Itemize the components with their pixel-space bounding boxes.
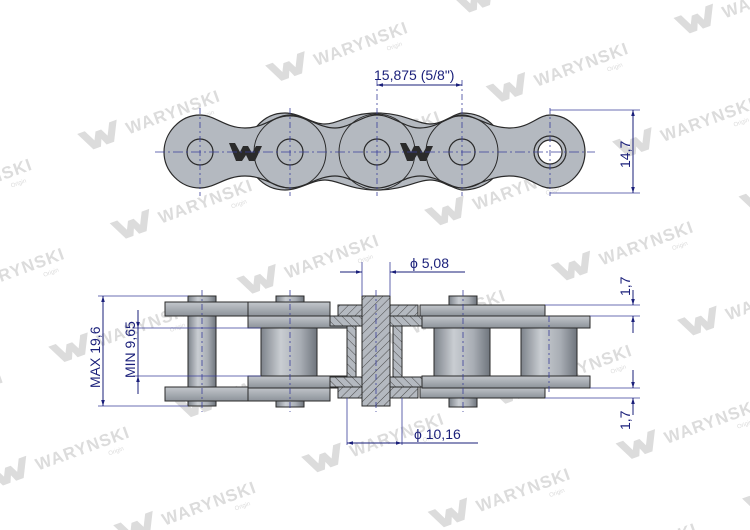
height-label: 14,7 [617, 141, 633, 168]
inner-plate [421, 315, 591, 329]
plate-thickness-dimension: 1,7 1,7 [545, 276, 640, 430]
roller-diameter-label: ϕ 10,16 [414, 426, 461, 442]
height-dimension: 14,7 [550, 109, 640, 194]
svg-text:Origin: Origin [10, 178, 27, 189]
pin-diameter-label: ϕ 5,08 [410, 255, 449, 271]
min-width-label: MIN 9,65 [122, 321, 138, 378]
inner-plate [421, 375, 591, 389]
roller [260, 327, 318, 377]
outer-plate [419, 304, 546, 317]
chain-top-view [155, 80, 595, 196]
outer-plate [419, 386, 546, 399]
max-width-dimension: MAX 19,6 [87, 295, 188, 407]
plate-thickness-bottom-label: 1,7 [617, 410, 633, 430]
chain-side-view [164, 290, 591, 412]
plate-thickness-top-label: 1,7 [617, 276, 633, 296]
roller-diameter-dimension: ϕ 10,16 [346, 398, 478, 445]
pin-diameter-dimension: ϕ 5,08 [340, 255, 465, 296]
roller [433, 327, 491, 377]
pitch-label: 15,875 (5/8") [374, 67, 454, 83]
outer-link-plate [163, 114, 586, 189]
svg-text:WARYNSKI: WARYNSKI [499, 0, 599, 1]
section-bushing [346, 325, 357, 378]
pitch-dimension: 15,875 (5/8") [374, 67, 462, 87]
max-width-label: MAX 19,6 [87, 326, 103, 388]
section-bushing [392, 325, 403, 378]
svg-text:Origin: Origin [386, 42, 403, 53]
min-width-dimension: MIN 9,65 [122, 310, 261, 394]
